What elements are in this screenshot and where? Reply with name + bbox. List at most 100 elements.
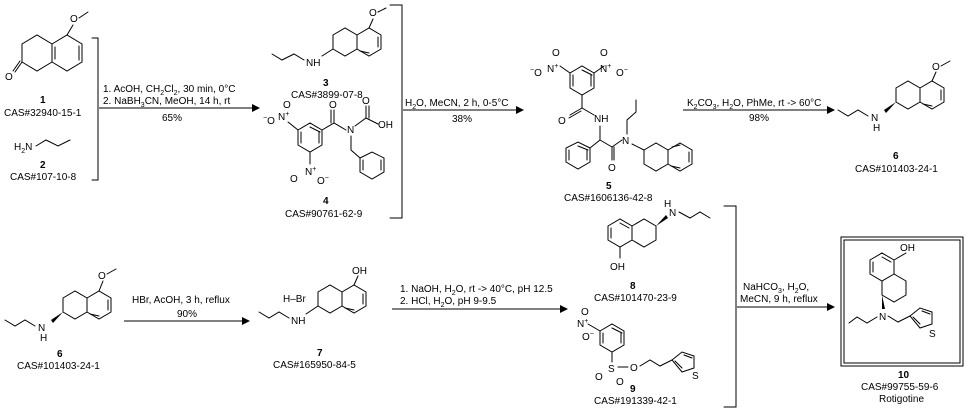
- amine-n: N: [871, 113, 878, 124]
- compound-8-cas: CAS#101470-23-9: [594, 293, 677, 304]
- amide-oxygen-2: O: [608, 163, 616, 174]
- acid-oxygen: O: [362, 96, 370, 107]
- reaction-5-conditions-line2: 2. HCl, H2O, pH 9-9.5: [400, 296, 497, 309]
- compound-5-cas: CAS#1606136-42-8: [564, 193, 653, 204]
- compound-10-structure: OH N S: [848, 243, 936, 340]
- reaction-arrow-2: [403, 106, 524, 114]
- nitro-oxygen-1b: −O: [530, 67, 542, 79]
- compound-1-cas: CAS#32940-15-1: [4, 108, 82, 119]
- compound-6-number-bottom: 6: [57, 349, 63, 360]
- compound-2-number: 2: [40, 160, 46, 171]
- compound-9-number: 9: [630, 384, 636, 395]
- nitro-nitrogen-2: N+: [305, 166, 316, 178]
- compound-4-cas: CAS#90761-62-9: [285, 209, 363, 220]
- methoxy-oxygen: O: [369, 8, 377, 19]
- reaction-1-conditions-line1: 1. AcOH, CH2Cl2, 30 min, 0°C: [103, 84, 235, 97]
- nitro-nitrogen-2: N+: [600, 63, 611, 75]
- compound-6-structure-top: O N H: [837, 60, 951, 134]
- reaction-2-conditions: H2O, MeCN, 2 h, 0-5°C: [405, 98, 509, 111]
- compound-6-cas-bottom: CAS#101403-24-1: [17, 361, 100, 372]
- nitro-nitrogen-1: N+: [547, 63, 558, 75]
- compound-5-number: 5: [606, 181, 612, 192]
- amine-n: N: [38, 323, 45, 334]
- compound-6-structure-bottom: O N H: [4, 268, 117, 344]
- nitro-oxygen-a: O: [581, 307, 589, 318]
- compound-3-number: 3: [323, 78, 329, 89]
- compound-3-cas: CAS#3899-07-8: [291, 90, 363, 101]
- methoxy-oxygen: O: [70, 14, 78, 25]
- reaction-1-yield: 65%: [162, 113, 182, 124]
- reaction-arrow-5: [392, 305, 568, 313]
- reagent-bracket-3: [723, 205, 737, 408]
- product-box-inner: [843, 239, 961, 364]
- compound-6-cas-top: CAS#101403-24-1: [855, 164, 938, 175]
- ketone-oxygen: O: [5, 72, 13, 83]
- product-box-rotigotine: [840, 236, 964, 367]
- compound-8-number: 8: [630, 281, 636, 292]
- reaction-3-yield: 98%: [749, 113, 769, 124]
- amine-formula: H2N: [14, 142, 32, 155]
- reaction-arrow-3: [683, 106, 835, 114]
- nitro-nitrogen-1: N+: [278, 111, 289, 123]
- reaction-6-conditions-line2: MeCN, 9 h, reflux: [740, 294, 818, 305]
- amine-n: N: [669, 208, 676, 219]
- compound-1-number: 1: [40, 95, 46, 106]
- reaction-arrow-6: [737, 303, 835, 311]
- reaction-3-conditions: K2CO3, H2O, PhMe, rt -> 60°C: [687, 98, 821, 111]
- reaction-arrow-1: [99, 104, 260, 112]
- amide-nitrogen: N: [622, 136, 629, 147]
- nitro-oxygen-1b: −O: [263, 115, 275, 127]
- hbr-salt: H–Br: [283, 294, 306, 305]
- reaction-1-conditions-line2: 2. NaBH3CN, MeOH, 14 h, rt: [103, 96, 231, 109]
- nitro-oxygen-2b: O−: [616, 67, 628, 79]
- compound-10-name: Rotigotine: [879, 394, 924, 405]
- reaction-5-conditions-line1: 1. NaOH, H2O, rt -> 40°C, pH 12.5: [400, 284, 553, 297]
- nitro-oxygen-b: O−: [582, 331, 594, 343]
- compound-4-number: 4: [323, 196, 329, 207]
- amide-oxygen: O: [558, 116, 566, 127]
- nitro-oxygen-1a: O: [283, 100, 291, 111]
- amine-nh: NH: [306, 58, 320, 69]
- ester-oxygen: O: [630, 363, 638, 374]
- amine-nh: NH: [291, 316, 305, 327]
- compound-9-structure: N+ O O− S O O O S: [577, 307, 699, 388]
- nitro-oxygen-1a: O: [552, 48, 560, 59]
- hydroxyl: OH: [610, 262, 625, 273]
- compound-3-structure: O NH: [271, 7, 387, 69]
- thiophene-sulfur: S: [929, 329, 936, 340]
- reaction-4-yield: 90%: [177, 309, 197, 320]
- amine-n: N: [879, 312, 886, 323]
- reaction-4-conditions: HBr, AcOH, 3 h, reflux: [132, 295, 230, 306]
- compound-6-number-top: 6: [893, 151, 899, 162]
- compound-8-structure: OH N H: [607, 199, 711, 273]
- acid-oh: OH: [378, 120, 393, 131]
- reaction-arrow-4: [124, 317, 250, 325]
- methoxy-oxygen: O: [98, 271, 106, 282]
- amine-h: H: [664, 199, 671, 210]
- nitro-nitrogen: N+: [577, 318, 588, 330]
- hydroxyl: OH: [352, 266, 367, 277]
- reagent-bracket-1: [91, 37, 99, 181]
- compound-5-structure: N+ O −O N+ O O− O NH O N: [530, 48, 693, 174]
- compound-4-structure: O N O OH N+ O −O N+ O O−: [263, 96, 393, 187]
- amide-nh: NH: [594, 114, 608, 125]
- compound-7-structure: H–Br OH NH: [258, 266, 367, 327]
- sulfonyl-oxygen-a: O: [595, 372, 603, 383]
- sulfonyl-sulfur: S: [608, 364, 615, 375]
- compound-10-number: 10: [898, 370, 910, 381]
- compound-2-cas: CAS#107-10-8: [10, 172, 77, 183]
- amine-h: H: [873, 123, 880, 134]
- compound-10-cas: CAS#99755-59-6: [861, 382, 939, 393]
- nitro-oxygen-2b: O−: [317, 175, 329, 187]
- compound-7-cas: CAS#165950-84-5: [273, 360, 356, 371]
- methoxy-oxygen: O: [932, 62, 940, 73]
- reaction-6-conditions-line1: NaHCO3, H2O,: [743, 282, 809, 295]
- amide-nitrogen: N: [347, 125, 354, 136]
- nitro-oxygen-2a: O: [290, 174, 298, 185]
- reaction-2-yield: 38%: [452, 114, 472, 125]
- reagent-bracket-2: [389, 4, 403, 219]
- amide-oxygen: O: [329, 100, 337, 111]
- sulfonyl-oxygen-b: O: [616, 377, 624, 388]
- compound-1-structure: O O: [5, 11, 89, 83]
